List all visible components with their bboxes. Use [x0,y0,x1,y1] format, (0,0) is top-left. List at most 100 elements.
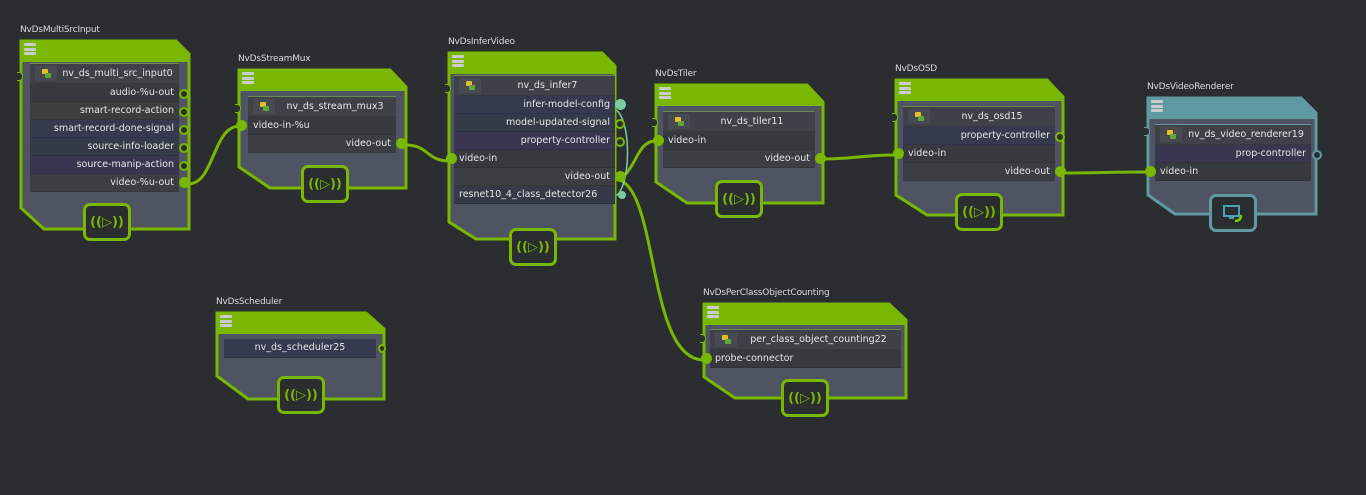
hamburger-icon[interactable] [659,87,671,100]
port-smart-record-done-signal[interactable] [179,124,189,135]
port-label: video-out [345,138,391,149]
node-type-label: NvDsInferVideo [448,37,515,47]
port-row: video-out [454,168,626,186]
port-row: audio-%u-out [30,84,189,102]
port-video-out[interactable] [1055,166,1066,177]
port-video-out[interactable] [396,138,407,149]
hamburger-icon[interactable] [242,72,254,85]
hamburger-icon[interactable] [220,315,232,328]
node-scheduler[interactable]: NvDsScheduler nv_ds_scheduler25 ((▷)) [215,297,386,414]
node-per-class-object-counting[interactable]: NvDsPerClassObjectCounting per_class_obj… [700,288,908,417]
node-body: nv_ds_tiler11 video-in video-out [653,111,826,168]
port-video-in[interactable] [653,135,664,146]
control-port[interactable] [652,118,658,127]
port-probe-connector[interactable] [701,353,712,364]
port-resnet-detector[interactable] [618,191,626,199]
broadcast-button[interactable]: ((▷)) [955,193,1003,231]
node-video-renderer[interactable]: NvDsVideoRenderer nv_ds_video_renderer19… [1144,82,1322,232]
port-video-in[interactable] [236,120,247,131]
component-name: nv_ds_osd15 [961,111,1023,122]
port-label: source-manip-action [76,159,174,170]
port-infer-model-config[interactable] [615,99,626,110]
component-header[interactable]: nv_ds_osd15 [903,106,1055,127]
port-video-out[interactable] [615,171,626,182]
hamburger-icon[interactable] [707,306,719,319]
port-row: video-out [248,135,407,153]
port-label: video-in [668,135,707,146]
port-row: smart-record-action [30,102,189,120]
hamburger-icon[interactable] [899,82,911,95]
port-row: infer-model-config [454,96,626,114]
port-property-controller[interactable] [1055,131,1065,142]
port-row: source-manip-action [30,156,189,174]
port-video-in[interactable] [1145,166,1156,177]
control-port[interactable] [445,84,451,93]
port-row: property-controller [903,127,1065,145]
component-name: nv_ds_stream_mux3 [286,101,384,112]
port-source-info-loader[interactable] [179,142,189,153]
broadcast-button[interactable]: ((▷)) [301,165,349,203]
broadcast-button[interactable]: ((▷)) [715,180,763,218]
port-smart-record-action[interactable] [179,106,189,117]
port-model-updated-signal[interactable] [615,118,625,129]
node-osd[interactable]: NvDsOSD nv_ds_osd15 property-controller … [892,64,1066,231]
edge-multisrc-to-streammux[interactable] [187,124,241,186]
port-row: video-in [653,132,815,150]
component-header[interactable]: nv_ds_stream_mux3 [248,96,396,117]
control-port[interactable] [892,113,898,122]
port-label: audio-%u-out [109,87,174,98]
port-video-in[interactable] [446,153,457,164]
node-body: per_class_object_counting22 probe-connec… [701,329,901,368]
edge-tiler-to-osd[interactable] [820,153,897,161]
broadcast-button[interactable]: ((▷)) [781,379,829,417]
component-header[interactable]: nv_ds_infer7 [454,75,615,96]
port-video-in[interactable] [893,148,904,159]
port-row: video-in [893,145,1055,163]
node-type-label: NvDsTiler [655,69,697,79]
component-header[interactable]: nv_ds_tiler11 [663,111,815,132]
node-body: nv_ds_video_renderer19 prop-controller v… [1145,124,1322,181]
node-stream-mux[interactable]: NvDsStreamMux nv_ds_stream_mux3 video-in… [235,54,408,203]
hamburger-icon[interactable] [24,43,36,56]
component-name: nv_ds_video_renderer19 [1188,129,1304,140]
node-body: nv_ds_multi_src_input0 audio-%u-out smar… [30,63,190,192]
broadcast-button[interactable]: ((▷)) [83,203,131,241]
port-row: model-updated-signal [454,114,625,132]
control-port[interactable] [17,72,23,81]
port-video-out[interactable] [815,153,826,164]
component-icon [253,99,275,114]
port-row: resnet10_4_class_detector26 [454,186,626,204]
port-prop-controller[interactable] [1312,149,1322,160]
port-audio-out[interactable] [179,88,189,99]
port-label: video-%u-out [110,177,174,188]
edge-osd-to-renderer[interactable] [1060,170,1150,175]
hamburger-icon[interactable] [1151,100,1163,113]
edge-streammux-to-infer[interactable] [404,143,451,163]
broadcast-button[interactable]: ((▷)) [277,376,325,414]
component-header[interactable]: nv_ds_video_renderer19 [1155,124,1311,145]
node-multi-src-input[interactable]: NvDsMultiSrcInput nv_ds_multi_src_input0… [17,25,191,241]
control-port[interactable] [1144,127,1150,136]
broadcast-button[interactable]: ((▷)) [509,228,557,266]
port-row: video-%u-out [30,174,190,192]
port-video-out[interactable] [179,177,190,188]
render-button[interactable] [1209,194,1257,232]
component-header[interactable]: per_class_object_counting22 [710,329,901,350]
broadcast-icon: ((▷)) [90,214,124,230]
component-header[interactable]: nv_ds_scheduler25 [224,339,386,358]
port-property-controller[interactable] [615,136,625,147]
control-port[interactable] [235,104,241,113]
node-infer-video[interactable]: NvDsInferVideo nv_ds_infer7 infer-model-… [445,37,626,266]
component-icon [668,114,690,129]
node-tiler[interactable]: NvDsTiler nv_ds_tiler11 video-in video-o… [652,69,826,218]
port-label: video-in [908,148,947,159]
component-name: nv_ds_infer7 [517,80,578,91]
port-output[interactable] [378,343,386,353]
hamburger-icon[interactable] [452,55,464,68]
port-source-manip-action[interactable] [179,160,189,171]
node-body: nv_ds_scheduler25 [224,339,386,358]
component-header[interactable]: nv_ds_multi_src_input0 [30,63,179,84]
component-name: per_class_object_counting22 [750,334,887,345]
node-body: nv_ds_infer7 infer-model-config model-up… [446,75,626,204]
node-type-label: NvDsPerClassObjectCounting [703,288,830,298]
